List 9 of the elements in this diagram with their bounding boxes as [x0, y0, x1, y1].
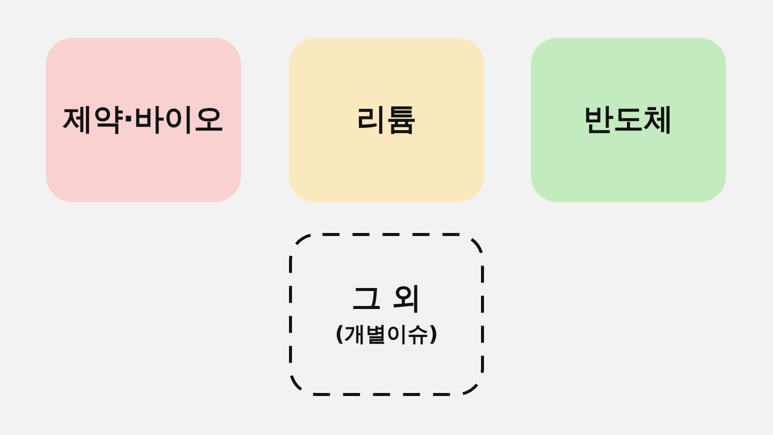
category-title: 제약·바이오	[62, 102, 224, 138]
category-title: 리튬	[356, 102, 416, 138]
category-box	[531, 38, 726, 202]
category-subtitle: (개별이슈)	[334, 320, 438, 348]
category-box	[289, 38, 484, 202]
category-box	[46, 38, 241, 202]
category-title: 그 외	[351, 280, 422, 317]
category-title: 반도체	[584, 102, 674, 138]
dashed-category-box	[289, 233, 484, 396]
